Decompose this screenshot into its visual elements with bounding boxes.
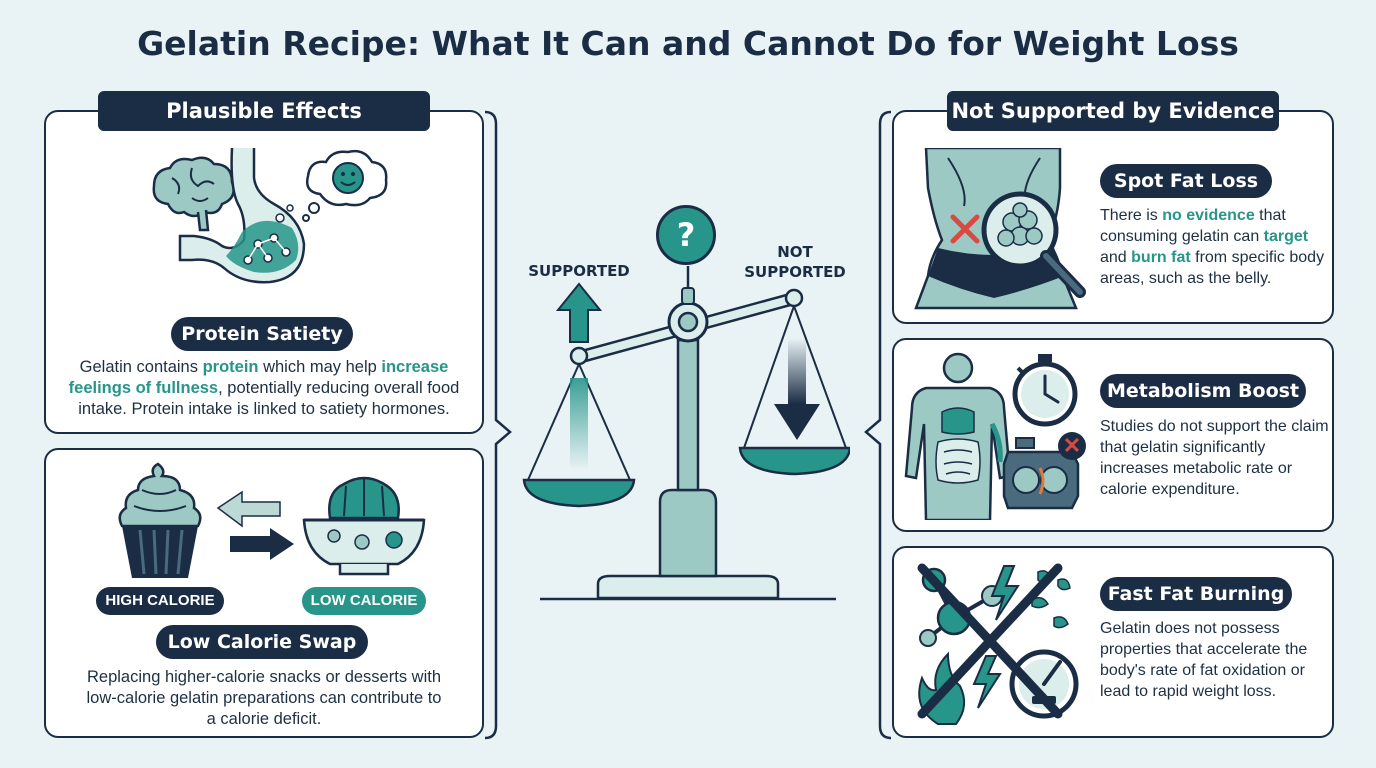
body-text: Gelatin contains [79, 358, 203, 376]
metabolism-boost-description: Studies do not support the claim that ge… [1100, 418, 1329, 498]
spot-fat-loss-title: Spot Fat Loss [1100, 164, 1272, 198]
brain-icon [152, 156, 235, 232]
arrow-up-icon [556, 282, 602, 470]
question-icon: ? [656, 205, 716, 265]
highlight-text: protein [202, 358, 259, 376]
body-text: from specific body areas, such as the be… [1100, 249, 1325, 287]
fast-fat-burning-illustration [917, 563, 1079, 725]
body-text: and [1100, 249, 1132, 266]
body-text: that consuming gelatin can [1100, 207, 1286, 245]
arrow-down-icon [774, 338, 820, 440]
spot-fat-loss-description: There is no evidence that consuming gela… [1100, 205, 1330, 289]
not-supported-label: NOT SUPPORTED [744, 243, 846, 281]
fast-fat-burning-title: Fast Fat Burning [1100, 577, 1292, 611]
protein-satiety-title: Protein Satiety [171, 317, 353, 351]
cross-out-icon [917, 563, 1063, 719]
gauge-icon [1009, 649, 1079, 719]
fast-fat-burning-description: Gelatin does not possess properties that… [1100, 620, 1308, 700]
plausible-effects-header: Plausible Effects [98, 91, 430, 131]
high-calorie-label: HIGH CALORIE [96, 587, 224, 615]
highlight-text: burn fat [1131, 249, 1191, 266]
left-bracket [484, 110, 512, 740]
page-title: Gelatin Recipe: What It Can and Cannot D… [137, 24, 1239, 63]
body-organs-icon [904, 352, 1012, 520]
highlight-text: target [1263, 228, 1309, 245]
cupcake-icon [118, 462, 202, 578]
highlight-text: increase feelings of fullness [68, 358, 449, 397]
low-calorie-swap-title: Low Calorie Swap [156, 625, 368, 659]
right-bracket [864, 110, 892, 740]
question-mark: ? [676, 216, 696, 254]
low-calorie-swap-description: Replacing higher-calorie snacks or desse… [86, 668, 442, 728]
highlight-text: no evidence [1162, 207, 1255, 224]
stomach-icon [178, 148, 306, 284]
gelatin-bowl-icon [302, 476, 426, 576]
magnifier-icon [981, 191, 1086, 298]
body-text: which may help [258, 358, 382, 376]
metabolism-boost-title: Metabolism Boost [1100, 374, 1306, 408]
stopwatch-icon [1012, 354, 1078, 427]
not-supported-header: Not Supported by Evidence [947, 91, 1279, 131]
body-text: , potentially reducing overall food inta… [78, 379, 460, 418]
x-icon: ✕ [1058, 432, 1086, 460]
lightning-icon [990, 565, 1020, 621]
low-calorie-label: LOW CALORIE [302, 587, 426, 615]
protein-satiety-description: Gelatin contains protein which may help … [64, 357, 464, 420]
supported-label: SUPPORTED [528, 262, 630, 280]
body-text: There is [1100, 207, 1163, 224]
smiley-thought-icon [302, 149, 388, 222]
engine-icon [1002, 437, 1080, 510]
lightning-icon [972, 655, 1002, 709]
swap-arrows-icon [216, 490, 294, 560]
x-icon [950, 214, 980, 244]
